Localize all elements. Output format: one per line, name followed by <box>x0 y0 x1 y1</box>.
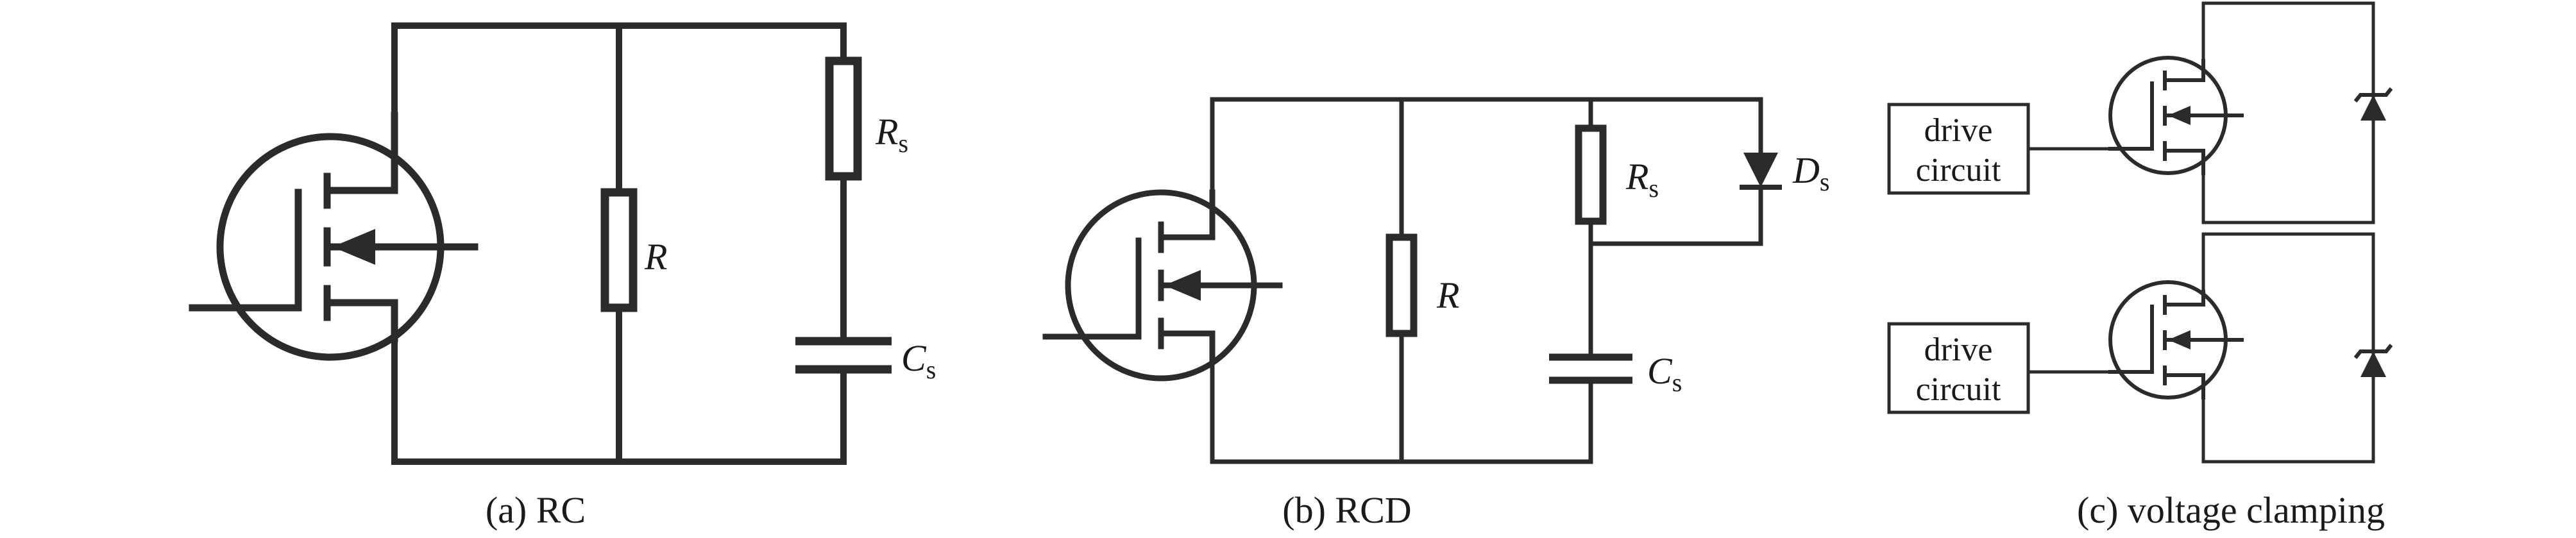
mosfet-a-arrow-icon <box>332 229 375 265</box>
drive-box-bottom-line2: circuit <box>1916 371 2001 408</box>
mosfet-c-top-arrow-icon <box>2168 106 2190 125</box>
label-cs-b: Cs <box>1647 350 1682 397</box>
caption-c: (c) voltage clamping <box>2077 489 2385 531</box>
resistor-r-b <box>1385 233 1418 337</box>
label-cs-a: Cs <box>901 337 936 384</box>
panel-c-wires <box>2026 1 2375 464</box>
resistor-rs-b <box>1575 124 1607 225</box>
panel-a-wires <box>391 22 847 465</box>
mosfet-a <box>189 112 479 361</box>
diode-ds-b-triangle-icon <box>1743 153 1778 187</box>
drive-box-bottom-line1: drive <box>1924 332 1993 368</box>
drive-circuit-box-top: drive circuit <box>1887 103 2030 195</box>
label-rs-b: Rs <box>1625 156 1659 203</box>
caption-b: (b) RCD <box>1282 489 1411 531</box>
caption-a: (a) RC <box>486 489 586 531</box>
drive-circuit-box-bottom: drive circuit <box>1887 322 2030 414</box>
panel-b-wires <box>1210 97 1763 464</box>
mosfet-c-top <box>2108 56 2244 175</box>
mosfet-b <box>1042 189 1283 382</box>
resistor-rs-a <box>825 56 862 181</box>
panel-c-voltage-clamping: drive circuit drive circuit (c) voltage … <box>1887 1 2393 531</box>
drive-box-top-line2: circuit <box>1916 152 2001 189</box>
zener-c-top-triangle-icon <box>2360 95 2386 121</box>
label-rs-a: Rs <box>875 111 908 158</box>
zener-c-bottom-triangle-icon <box>2360 351 2386 377</box>
panel-b-rcd: R Rs Ds Cs (b) RCD <box>1042 97 1829 531</box>
diode-ds-b <box>1740 153 1782 190</box>
capacitor-cs-b <box>1549 353 1632 384</box>
zener-c-top <box>2353 87 2393 121</box>
label-r-a: R <box>644 236 667 278</box>
mosfet-c-bottom-arrow-icon <box>2168 330 2190 349</box>
label-r-b: R <box>1436 274 1459 316</box>
drive-box-top-line1: drive <box>1924 112 1993 149</box>
resistor-r-a <box>600 188 638 312</box>
mosfet-b-arrow-icon <box>1164 270 1201 301</box>
label-ds-b: Ds <box>1792 149 1829 196</box>
zener-c-bottom <box>2353 344 2393 377</box>
panel-a-rc: R Rs Cs (a) RC <box>189 22 936 531</box>
mosfet-c-bottom <box>2108 280 2244 399</box>
capacitor-cs-a <box>795 337 892 374</box>
